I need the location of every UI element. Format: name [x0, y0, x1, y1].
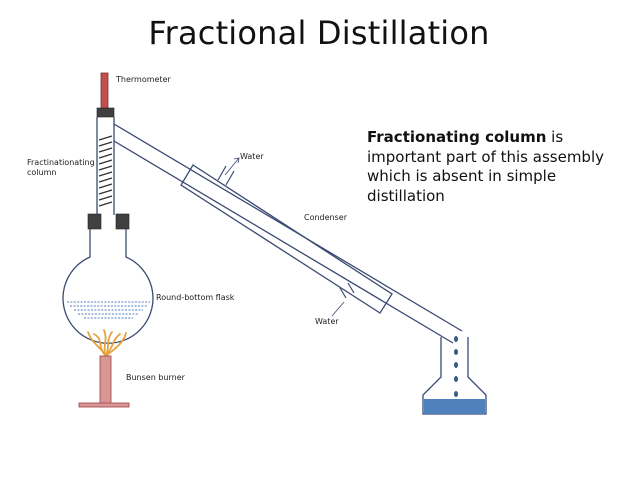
water-arrows — [224, 157, 345, 317]
label-fractionating-column-line2: column — [27, 168, 57, 177]
label-condenser: Condenser — [304, 213, 347, 222]
bunsen-burner-tube — [99, 355, 112, 407]
label-round-bottom-flask: Round-bottom flask — [156, 293, 235, 302]
flask-stopper-left — [87, 213, 102, 230]
note-bold: Fractionating column — [367, 128, 547, 146]
round-bottom-flask — [62, 229, 154, 344]
label-bunsen-burner: Bunsen burner — [126, 373, 185, 382]
label-thermometer: Thermometer — [116, 75, 171, 84]
fractionating-column — [96, 117, 115, 215]
flask-stopper-right — [115, 213, 130, 230]
label-fractionating-column-line1: Fractinationating — [27, 158, 95, 167]
note-rest: is important part of this assembly which… — [367, 128, 604, 205]
flame — [87, 329, 127, 356]
label-water-bottom: Water — [315, 317, 339, 326]
column-stopper — [96, 107, 115, 118]
distillate-drops — [454, 336, 458, 397]
condenser — [180, 164, 393, 314]
delivery-tube — [113, 123, 463, 344]
thermometer — [100, 72, 109, 114]
page-title: Fractional Distillation — [148, 14, 490, 52]
bunsen-burner-base — [78, 402, 130, 408]
label-water-top: Water — [240, 152, 264, 161]
distillate — [424, 399, 485, 414]
flask-liquid — [67, 301, 150, 319]
column-packing — [98, 135, 113, 207]
note-text: Fractionating column is important part o… — [367, 128, 629, 206]
water-stubs — [217, 165, 355, 299]
